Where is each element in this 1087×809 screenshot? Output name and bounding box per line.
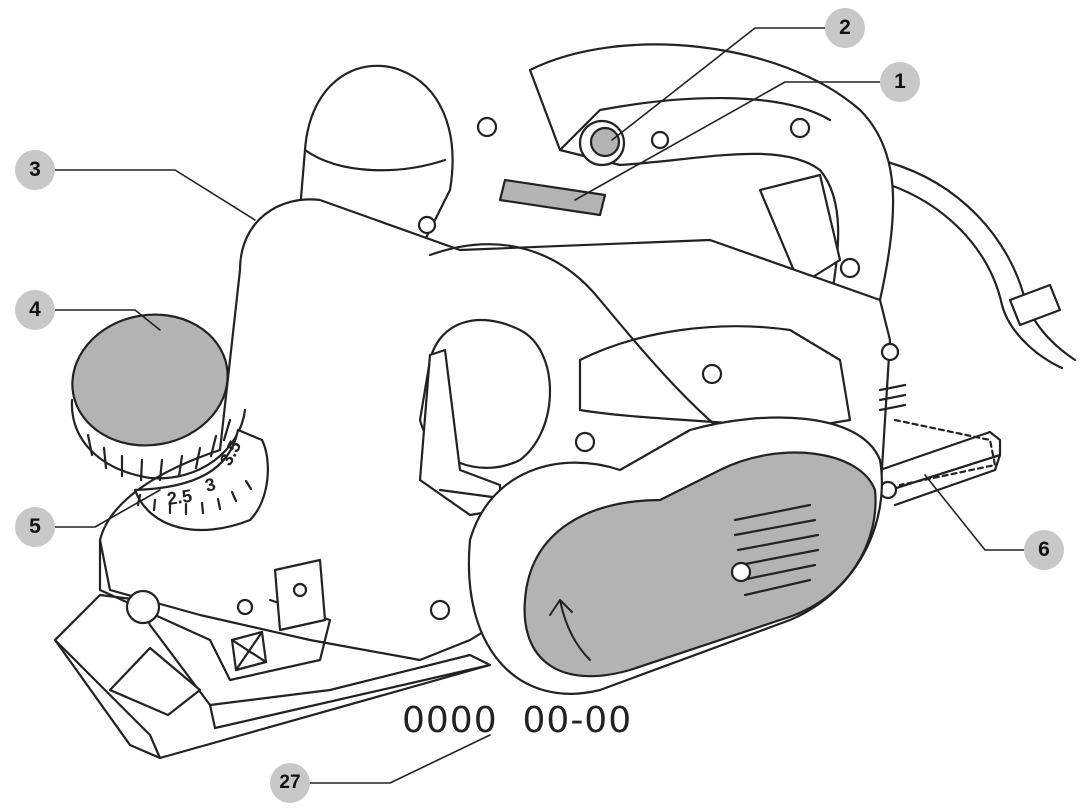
rear-handle [528,43,895,307]
callout-2: 2 [825,8,865,48]
callout-4: 4 [15,290,55,330]
callout-6: 6 [1024,530,1064,570]
leader-6 [924,474,1025,551]
leader-27 [309,734,491,784]
dial-mark-1: 3 [203,474,218,496]
serial-number: 0000 00-00 [402,700,633,741]
lock-button [578,119,626,167]
leader-2 [611,27,826,141]
leader-5 [54,489,161,528]
callout-1: 1 [880,62,920,102]
belt-cover [467,416,883,695]
callout-27: 27 [270,763,310,803]
front-block [98,538,451,682]
base-plate [53,430,1002,760]
callout-5: 5 [15,507,55,547]
dial-mark-0: 2.5 [166,486,194,509]
depth-scale [133,428,269,532]
callout-3: 3 [15,150,55,190]
depth-knob [70,313,247,482]
power-cable [873,158,1077,370]
leader-4 [54,309,161,331]
leader-1 [574,81,881,201]
leader-3 [54,169,256,221]
leader-lines [54,27,1025,784]
